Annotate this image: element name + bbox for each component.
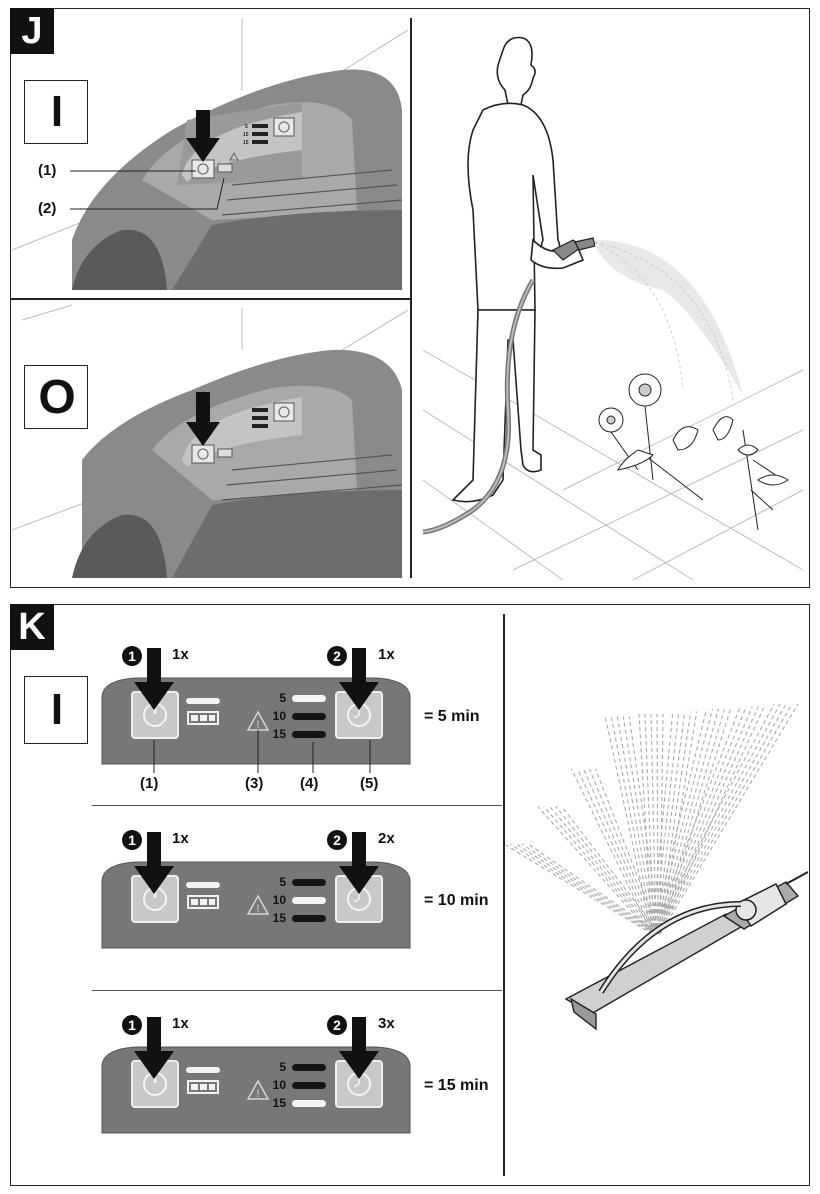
row-divider-1 <box>92 805 502 806</box>
panel-j-tag: J <box>10 8 54 54</box>
duration-label: = 15 min <box>424 1077 489 1094</box>
callout-1: (1) <box>38 162 57 179</box>
control-panel: ! 5 10 15 <box>101 1046 411 1134</box>
k-callout-1: (1) <box>140 775 159 792</box>
panel-k-vertical-divider <box>503 614 505 1176</box>
led-indicator <box>292 1100 326 1107</box>
led-label: 10 <box>273 1078 287 1092</box>
device-on-illustration: 5 10 15 <box>12 18 408 290</box>
duration-label: = 10 min <box>424 892 489 909</box>
led-label-5: 5 <box>245 124 248 130</box>
panel-k <box>10 604 810 1186</box>
arrow-down-icon <box>134 1017 174 1079</box>
led-indicator <box>292 1082 326 1089</box>
led-label: 15 <box>273 727 287 741</box>
step-one-badge: 1 <box>122 646 142 666</box>
arrow-down-icon <box>186 392 220 446</box>
led-label-10: 10 <box>243 132 249 138</box>
device-off-illustration <box>12 304 408 578</box>
row-divider-2 <box>92 990 502 991</box>
off-mode-box: O <box>24 365 88 429</box>
control-panel-row: ! 5 10 15 1 1x 2 3x = 15 min <box>0 1015 503 1167</box>
press-count-timer: 3x <box>378 1015 395 1032</box>
arrow-down-icon <box>134 648 174 710</box>
arrow-down-icon <box>134 832 174 894</box>
panel-k-tag: K <box>10 604 54 650</box>
svg-text:!: ! <box>256 719 259 731</box>
k-callout-5: (5) <box>360 775 379 792</box>
on-symbol: I <box>50 87 64 136</box>
led-label: 15 <box>273 1096 287 1110</box>
k-mode-symbol: I <box>50 685 64 734</box>
k-callout-3: (3) <box>245 775 264 792</box>
led-indicator <box>292 731 326 738</box>
led-indicator <box>292 879 326 886</box>
led-label-15: 15 <box>243 140 249 146</box>
panel-j-vertical-divider <box>410 18 412 578</box>
control-panel: ! 5 10 15 <box>101 861 411 949</box>
led-label: 5 <box>279 1060 286 1074</box>
led-label: 5 <box>279 875 286 889</box>
led-indicator <box>292 713 326 720</box>
control-panel-row: ! 5 10 15 1 1x 2 1x = 5 min <box>0 646 503 798</box>
off-symbol: O <box>38 371 76 424</box>
led-indicator <box>292 897 326 904</box>
step-two-badge: 2 <box>327 830 347 850</box>
warning-icon <box>246 1079 270 1100</box>
led-indicator <box>292 695 326 702</box>
person-watering-illustration <box>422 36 804 581</box>
press-count-timer: 2x <box>378 830 395 847</box>
arrow-down-icon <box>339 832 379 894</box>
press-count-power: 1x <box>172 830 189 847</box>
press-count-power: 1x <box>172 646 189 663</box>
press-count-timer: 1x <box>378 646 395 663</box>
arrow-down-icon <box>339 648 379 710</box>
press-count-power: 1x <box>172 1015 189 1032</box>
battery-icon <box>187 895 219 909</box>
step-one-badge: 1 <box>122 1015 142 1035</box>
led-indicator <box>292 915 326 922</box>
warning-icon <box>246 894 270 915</box>
step-one-badge: 1 <box>122 830 142 850</box>
battery-icon <box>187 1080 219 1094</box>
control-panel: ! 5 10 15 <box>101 677 411 765</box>
battery-icon <box>187 711 219 725</box>
k-mode-box: I <box>24 676 88 744</box>
led-label: 15 <box>273 911 287 925</box>
led-label: 5 <box>279 691 286 705</box>
control-panel-row: ! 5 10 15 1 1x 2 2x = 10 min <box>0 830 503 982</box>
sprinkler-illustration <box>506 703 808 1031</box>
step-two-badge: 2 <box>327 646 347 666</box>
arrow-down-icon <box>186 110 220 162</box>
k-callout-4: (4) <box>300 775 319 792</box>
svg-text:!: ! <box>256 1088 259 1100</box>
duration-label: = 5 min <box>424 708 480 725</box>
on-mode-box: I <box>24 80 88 144</box>
led-indicator <box>292 1064 326 1071</box>
arrow-down-icon <box>339 1017 379 1079</box>
svg-text:!: ! <box>256 903 259 915</box>
led-label: 10 <box>273 709 287 723</box>
step-two-badge: 2 <box>327 1015 347 1035</box>
panel-j-horizontal-divider <box>10 298 410 300</box>
callout-2: (2) <box>38 200 57 217</box>
led-label: 10 <box>273 893 287 907</box>
